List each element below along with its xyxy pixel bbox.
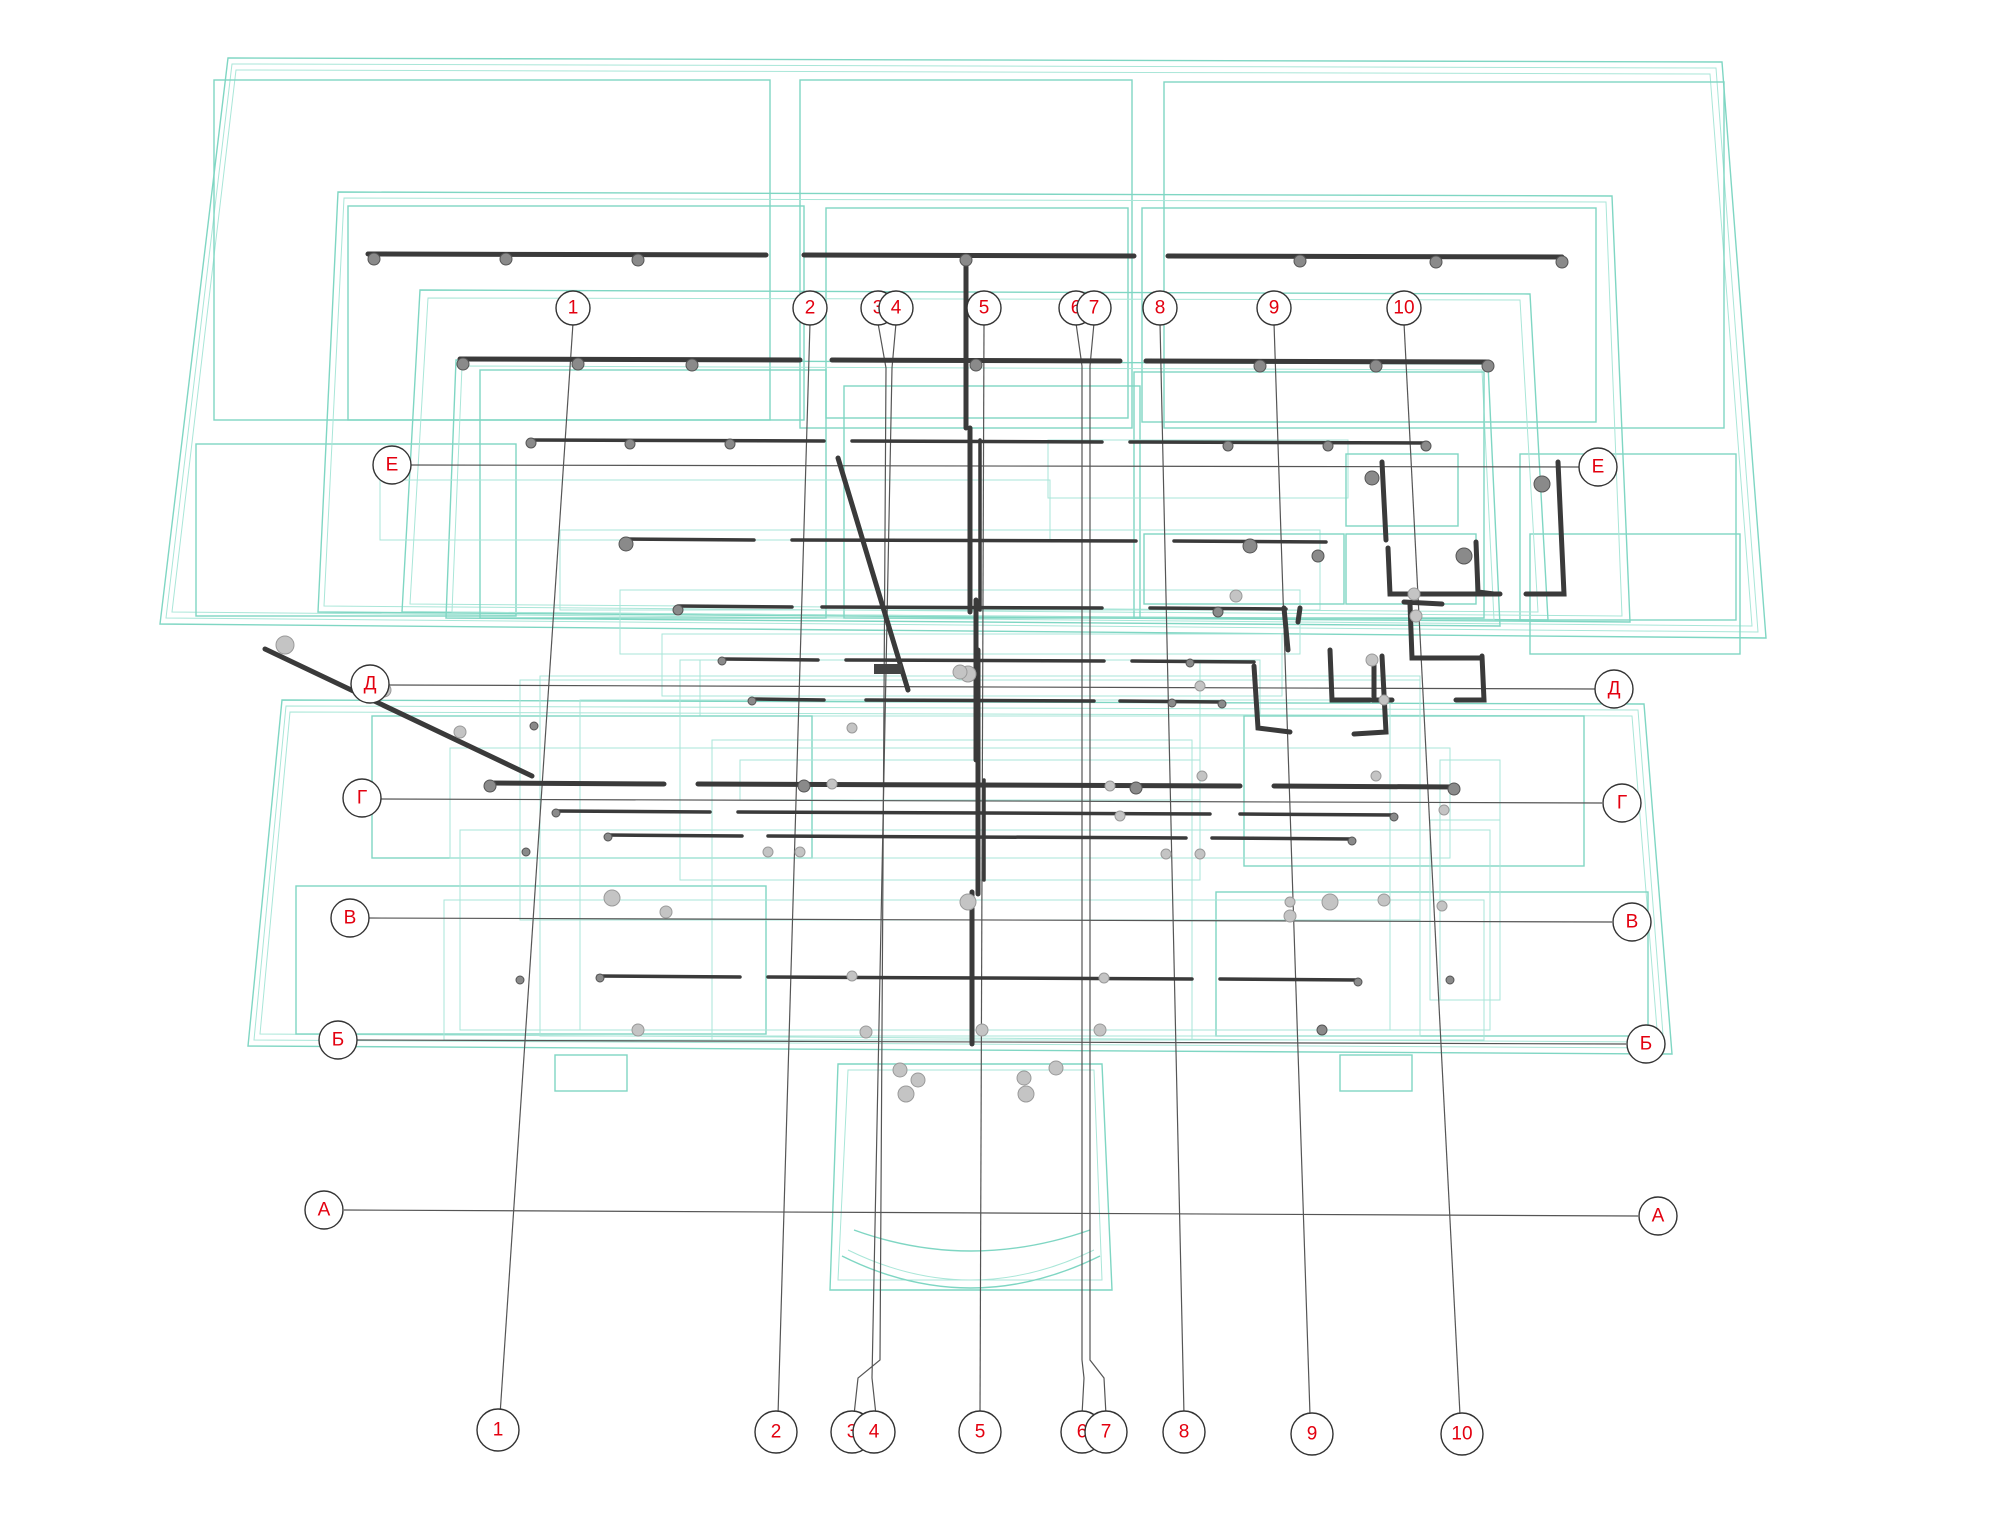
axis-bubble-top-5: 5 [966, 290, 1002, 326]
svg-text:2: 2 [805, 298, 816, 319]
axis-bubble-bottom-5: 5 [958, 1410, 1002, 1454]
axis-bubble-right-B: Б [1626, 1024, 1666, 1064]
svg-text:Д: Д [364, 674, 377, 695]
axis-bubble-bottom-8: 8 [1162, 1410, 1206, 1454]
axis-bubble-left-V: В [330, 898, 370, 938]
axis-bubble-bottom-7: 7 [1084, 1410, 1128, 1454]
svg-text:2: 2 [771, 1422, 782, 1443]
axis-bubble-top-9: 9 [1256, 290, 1292, 326]
svg-text:6: 6 [1071, 298, 1082, 319]
svg-text:9: 9 [1307, 1424, 1318, 1445]
axis-bubble-left-A: А [304, 1190, 344, 1230]
beams [262, 251, 1567, 1047]
svg-text:7: 7 [1089, 298, 1100, 319]
axis-bubbles-bottom: 1 2 3 4 5 6 7 8 9 10 [476, 1408, 1484, 1456]
axis-bubbles-top: 1 2 3 4 5 6 7 8 9 10 [555, 290, 1422, 326]
axis-bubble-bottom-4: 4 [852, 1410, 896, 1454]
svg-text:1: 1 [493, 1420, 504, 1441]
axis-bubble-right-D: Д [1594, 669, 1634, 709]
svg-text:Г: Г [357, 788, 367, 809]
svg-text:Д: Д [1608, 679, 1621, 700]
svg-text:10: 10 [1393, 298, 1414, 319]
letter-grid-lines [343, 464, 1639, 1217]
svg-text:5: 5 [975, 1422, 986, 1443]
axis-bubble-top-7: 7 [1076, 290, 1112, 326]
joints [275, 252, 1569, 1103]
axis-bubble-right-G: Г [1602, 783, 1642, 823]
axis-bubble-top-10: 10 [1386, 290, 1422, 326]
svg-text:5: 5 [979, 298, 990, 319]
axis-bubble-bottom-1: 1 [476, 1408, 520, 1452]
axis-bubble-left-B: Б [318, 1020, 358, 1060]
axis-bubble-right-E: Е [1578, 447, 1618, 487]
svg-text:В: В [344, 908, 357, 929]
axis-bubbles-left: Е Д Г В Б А [304, 445, 412, 1230]
svg-text:4: 4 [891, 298, 902, 319]
axis-bubble-left-G: Г [342, 778, 382, 818]
svg-text:6: 6 [1077, 1422, 1088, 1443]
numeric-grid-lines [499, 322, 1461, 1416]
svg-text:Г: Г [1617, 793, 1627, 814]
svg-text:7: 7 [1101, 1422, 1112, 1443]
svg-text:9: 9 [1269, 298, 1280, 319]
axis-bubble-left-E: Е [372, 445, 412, 485]
svg-text:1: 1 [568, 298, 579, 319]
axis-bubble-right-V: В [1612, 902, 1652, 942]
axis-bubble-left-D: Д [350, 664, 390, 704]
svg-text:10: 10 [1451, 1424, 1472, 1445]
svg-text:Е: Е [1592, 457, 1605, 478]
svg-text:В: В [1626, 912, 1639, 933]
svg-text:8: 8 [1155, 298, 1166, 319]
svg-text:3: 3 [873, 298, 884, 319]
axis-bubble-top-2: 2 [792, 290, 828, 326]
svg-text:8: 8 [1179, 1422, 1190, 1443]
svg-text:4: 4 [869, 1422, 880, 1443]
svg-text:Е: Е [386, 455, 399, 476]
axis-bubble-top-8: 8 [1142, 290, 1178, 326]
svg-text:Б: Б [332, 1030, 344, 1051]
svg-text:Б: Б [1640, 1034, 1652, 1055]
svg-text:А: А [318, 1200, 331, 1221]
axis-bubble-right-A: А [1638, 1196, 1678, 1236]
axis-bubble-top-1: 1 [555, 290, 591, 326]
axis-bubble-bottom-9: 9 [1290, 1412, 1334, 1456]
axis-bubble-bottom-10: 10 [1440, 1412, 1484, 1456]
svg-text:А: А [1652, 1206, 1665, 1227]
axis-bubbles-right: Е Д Г В Б А [1578, 447, 1678, 1236]
axis-bubble-bottom-2: 2 [754, 1410, 798, 1454]
svg-text:3: 3 [847, 1422, 858, 1443]
axis-bubble-top-4: 4 [878, 290, 914, 326]
